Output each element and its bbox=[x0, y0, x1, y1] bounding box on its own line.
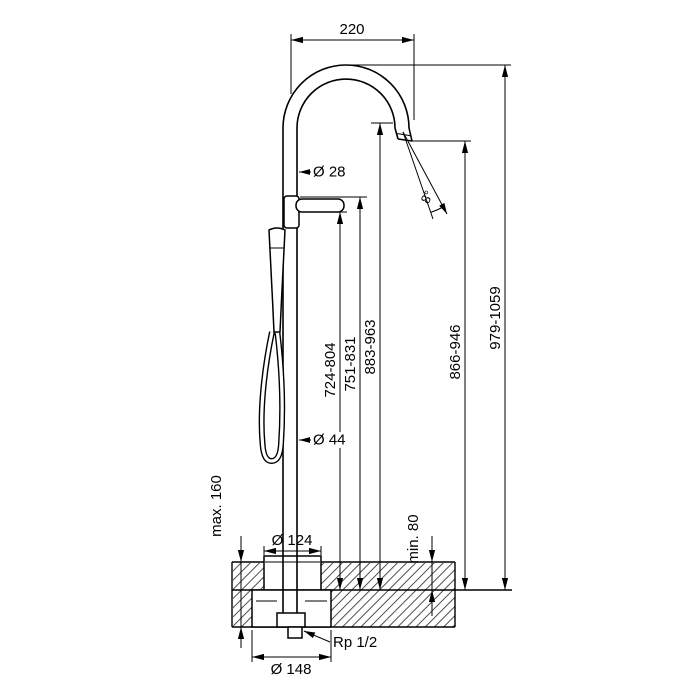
dim-label-handle-height: 724-804 bbox=[322, 342, 339, 397]
arrowhead bbox=[336, 578, 344, 590]
pipe-socket bbox=[276, 612, 306, 628]
dim-floor-min: min. 80 bbox=[405, 514, 436, 616]
dim-label-spout-angle: 8° bbox=[417, 188, 436, 206]
spout-mouth bbox=[397, 138, 413, 142]
dim-escutcheon-diameter: Ø 124 bbox=[263, 532, 322, 555]
arrowhead bbox=[501, 578, 509, 590]
hand-shower-unit bbox=[258, 227, 286, 465]
arrowhead bbox=[252, 653, 264, 661]
dim-label-floor-min: min. 80 bbox=[405, 514, 422, 563]
arrowhead bbox=[356, 197, 364, 209]
dim-connection-thread: Rp 1/2 bbox=[303, 630, 377, 651]
dim-pipe-diameter: Ø 28 bbox=[299, 164, 346, 181]
hand-shower bbox=[268, 227, 286, 333]
dim-outlet-height: 866-946 bbox=[410, 140, 471, 590]
dim-label-column-diameter: Ø 44 bbox=[313, 432, 346, 449]
dim-handle-top-height: 751-831 bbox=[300, 196, 367, 590]
dim-handle-height: 724-804 bbox=[316, 211, 347, 590]
dim-label-base-set-diameter: Ø 148 bbox=[271, 661, 312, 678]
spout-tip-inner bbox=[394, 127, 399, 140]
arrowhead bbox=[428, 550, 436, 562]
dim-label-pipe-diameter: Ø 28 bbox=[313, 164, 346, 181]
handle-assembly bbox=[283, 195, 345, 229]
angle-line bbox=[402, 131, 434, 220]
angle-line bbox=[402, 131, 448, 215]
arrowhead bbox=[356, 578, 364, 590]
arrowhead bbox=[461, 578, 469, 590]
arrowhead bbox=[264, 547, 276, 555]
dim-label-spout-reach: 220 bbox=[339, 21, 364, 38]
dim-floor-max: max. 160 bbox=[208, 475, 245, 648]
spout-outer-curve bbox=[282, 64, 410, 129]
escutcheon-body bbox=[263, 555, 322, 591]
dim-label-floor-max: max. 160 bbox=[208, 475, 225, 537]
dim-label-escutcheon-diameter: Ø 124 bbox=[272, 532, 313, 549]
arrowhead bbox=[304, 631, 316, 639]
arrowhead bbox=[376, 578, 384, 590]
arrowhead bbox=[336, 212, 344, 224]
shower-hose-inner bbox=[260, 331, 284, 463]
arrowhead bbox=[309, 547, 321, 555]
label-mask bbox=[309, 432, 355, 448]
dim-spout-height: 883-963 bbox=[362, 122, 393, 590]
arrowhead bbox=[461, 141, 469, 153]
arrowhead bbox=[237, 550, 245, 562]
dim-label-handle-top-height: 751-831 bbox=[342, 336, 359, 391]
arrowhead bbox=[428, 590, 436, 602]
arrowhead bbox=[291, 36, 303, 44]
arrowhead bbox=[376, 123, 384, 135]
base-escutcheon bbox=[263, 555, 322, 591]
arrowhead bbox=[501, 65, 509, 77]
dim-label-spout-height: 883-963 bbox=[362, 319, 379, 374]
inlet-stub bbox=[287, 626, 303, 639]
dim-label-overall-height: 979-1059 bbox=[487, 286, 504, 349]
basic-set-connection bbox=[276, 612, 306, 639]
dim-overall-height: 979-1059 bbox=[352, 64, 511, 590]
dim-label-outlet-height: 866-946 bbox=[447, 324, 464, 379]
arrowhead bbox=[299, 437, 310, 443]
dim-spout-reach: 220 bbox=[290, 21, 415, 120]
arrowhead bbox=[299, 169, 310, 175]
dim-column-diameter: Ø 44 bbox=[299, 432, 355, 449]
arrowhead bbox=[439, 202, 447, 214]
spout-inner-curve bbox=[296, 78, 396, 129]
dim-label-connection-thread: Rp 1/2 bbox=[333, 634, 377, 651]
arrowhead bbox=[402, 36, 414, 44]
spout-tip-outer bbox=[408, 127, 413, 142]
arrowhead bbox=[237, 627, 245, 639]
dim-spout-angle: 8° bbox=[402, 131, 448, 220]
arrowhead bbox=[319, 653, 331, 661]
dim-base-set-diameter: Ø 148 bbox=[251, 630, 332, 678]
handle-lever bbox=[295, 198, 345, 213]
